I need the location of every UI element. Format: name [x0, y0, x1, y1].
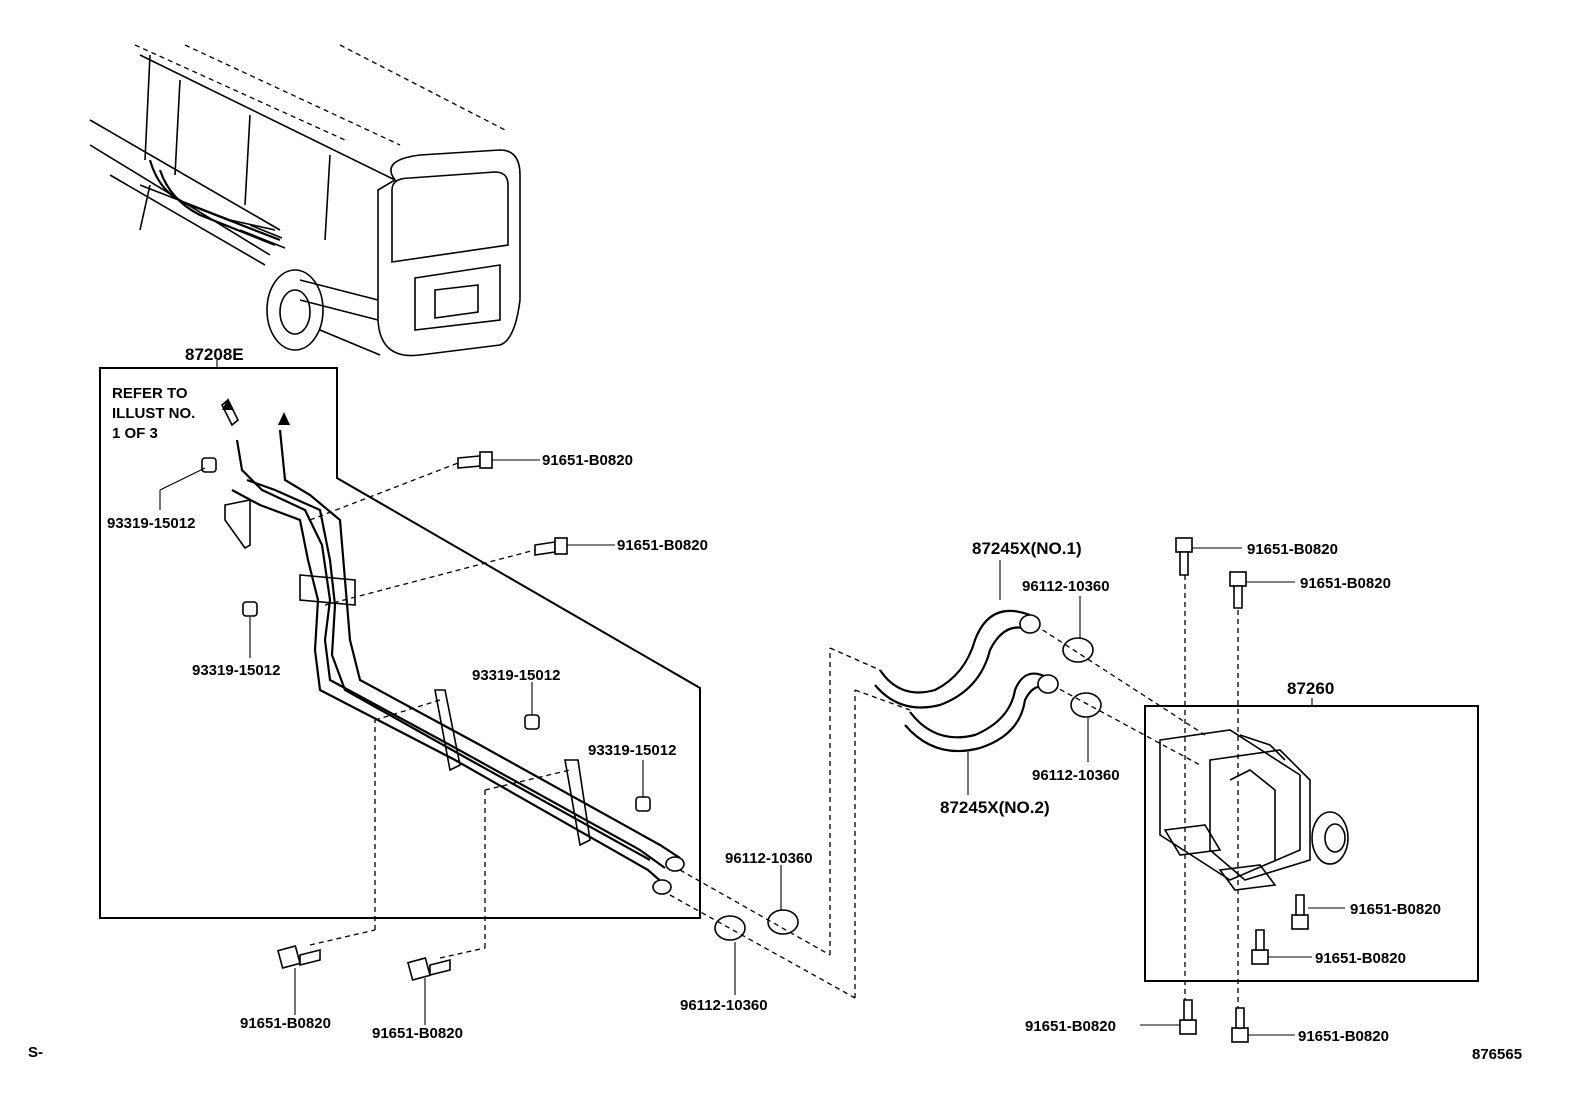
- label-clip: 93319-15012: [472, 667, 560, 684]
- leader-lines: [159, 459, 1345, 1036]
- label-bolt: 91651-B0820: [372, 1025, 463, 1042]
- refer-note-line3: 1 OF 3: [112, 425, 158, 442]
- heater-hoses: [874, 609, 1059, 753]
- label-bolt: 91651-B0820: [1300, 575, 1391, 592]
- refer-note-line2: ILLUST NO.: [112, 405, 195, 422]
- label-clamp: 96112-10360: [1022, 578, 1110, 595]
- label-bolt: 91651-B0820: [1315, 950, 1406, 967]
- label-clamp: 96112-10360: [680, 997, 768, 1014]
- label-clamp: 96112-10360: [1032, 767, 1120, 784]
- illustration-number: 876565: [1472, 1046, 1522, 1063]
- heater-unit-boundary: [1144, 705, 1479, 982]
- pipe-assembly-boundary: [99, 367, 701, 919]
- label-87260: 87260: [1287, 679, 1334, 698]
- dashed-connection-lines: [309, 462, 1239, 1008]
- label-bolt: 91651-B0820: [1247, 541, 1338, 558]
- label-bolt: 91651-B0820: [240, 1015, 331, 1032]
- label-hose-no1: 87245X(NO.1): [972, 539, 1082, 558]
- label-clip: 93319-15012: [192, 662, 280, 679]
- label-bolt: 91651-B0820: [542, 452, 633, 469]
- heater-pipe-assembly: [221, 398, 685, 895]
- label-bolt: 91651-B0820: [617, 537, 708, 554]
- label-87208e: 87208E: [185, 345, 244, 364]
- bolt-icon: [276, 451, 1309, 1043]
- label-bolt: 91651-B0820: [1298, 1028, 1389, 1045]
- label-clip: 93319-15012: [588, 742, 676, 759]
- footer-code: S-: [28, 1044, 43, 1061]
- label-clip: 93319-15012: [107, 515, 195, 532]
- van-overview-illustration: [89, 44, 521, 357]
- label-clamp: 96112-10360: [725, 850, 813, 867]
- refer-note-line1: REFER TO: [112, 385, 188, 402]
- label-hose-no2: 87245X(NO.2): [940, 798, 1050, 817]
- heater-unit: [1159, 729, 1349, 891]
- label-bolt: 91651-B0820: [1025, 1018, 1116, 1035]
- label-bolt: 91651-B0820: [1350, 901, 1441, 918]
- clip-icon: [201, 457, 651, 812]
